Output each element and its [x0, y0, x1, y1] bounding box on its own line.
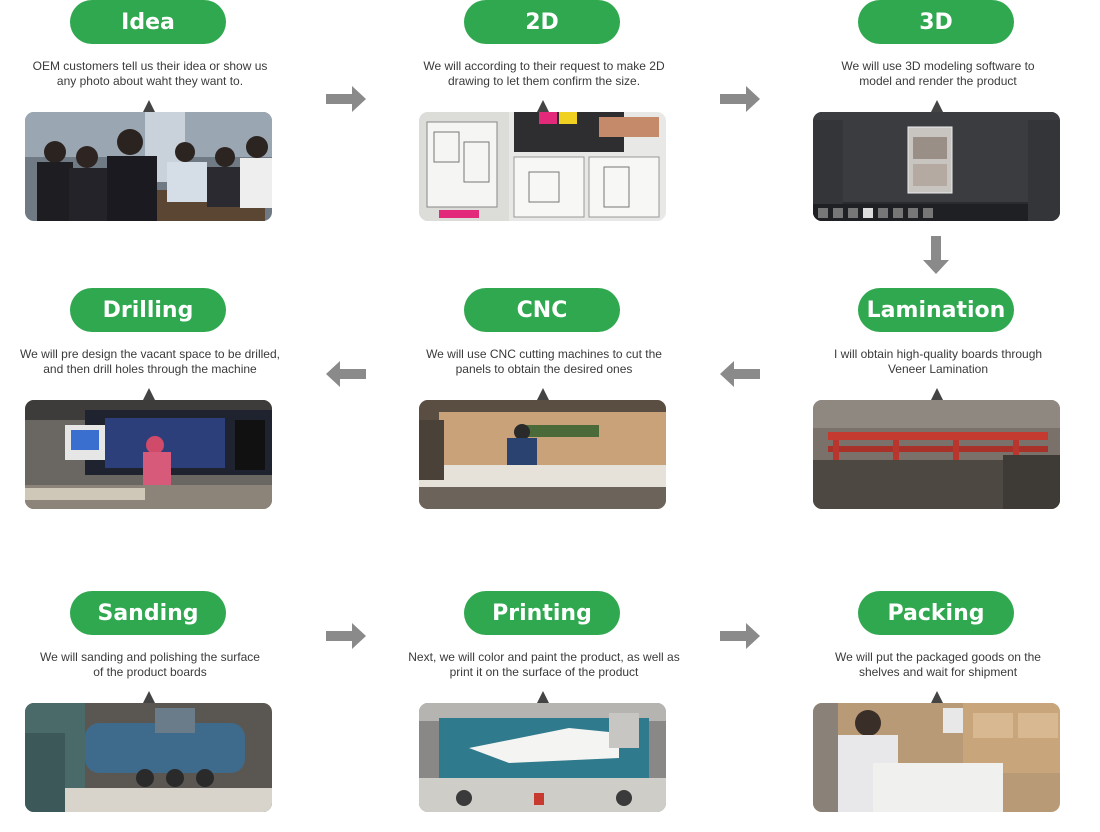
step-cnc: CNC We will use CNC cutting machines to …: [394, 288, 694, 518]
printing-machine-photo: [419, 703, 666, 812]
pointer-triangle-icon: [143, 100, 155, 112]
pointer-triangle-icon: [537, 691, 549, 703]
step-description: We will sanding and polishing the surfac…: [40, 650, 260, 679]
arrow-left-icon: [326, 361, 366, 387]
step-title-pill: Printing: [464, 591, 620, 635]
step-printing: Printing Next, we will color and paint t…: [394, 591, 694, 821]
step-title-pill: CNC: [464, 288, 620, 332]
pointer-triangle-icon: [537, 100, 549, 112]
pointer-triangle-icon: [143, 691, 155, 703]
arrow-down-icon: [923, 236, 949, 274]
pointer-triangle-icon: [143, 388, 155, 400]
step-title-pill: Packing: [858, 591, 1014, 635]
step-description: We will use CNC cutting machines to cut …: [426, 347, 662, 376]
step-description: OEM customers tell us their idea or show…: [32, 59, 268, 88]
step-title-pill: Drilling: [70, 288, 226, 332]
step-description: I will obtain high-quality boards throug…: [833, 347, 1043, 376]
arrow-right-icon: [720, 623, 760, 649]
pointer-triangle-icon: [537, 388, 549, 400]
cnc-machine-photo: [419, 400, 666, 509]
step-description: We will put the packaged goods on the sh…: [835, 650, 1041, 679]
step-title-pill: Lamination: [858, 288, 1014, 332]
step-3d: 3D We will use 3D modeling software to m…: [788, 0, 1088, 230]
drilling-machine-photo: [25, 400, 272, 509]
3d-software-screenshot: [813, 112, 1060, 221]
pointer-triangle-icon: [931, 388, 943, 400]
step-description: We will pre design the vacant space to b…: [20, 347, 280, 376]
arrow-right-icon: [326, 86, 366, 112]
step-2d: 2D We will according to their request to…: [394, 0, 694, 230]
step-title-pill: Sanding: [70, 591, 226, 635]
arrow-right-icon: [326, 623, 366, 649]
step-description: We will according to their request to ma…: [423, 59, 665, 88]
arrow-left-icon: [720, 361, 760, 387]
step-drilling: Drilling We will pre design the vacant s…: [0, 288, 300, 518]
pointer-triangle-icon: [931, 100, 943, 112]
step-title-pill: Idea: [70, 0, 226, 44]
packing-photo: [813, 703, 1060, 812]
step-title-pill: 3D: [858, 0, 1014, 44]
drawings-photo: [419, 112, 666, 221]
lamination-machine-photo: [813, 400, 1060, 509]
arrow-right-icon: [720, 86, 760, 112]
step-packing: Packing We will put the packaged goods o…: [788, 591, 1088, 821]
step-description: Next, we will color and paint the produc…: [408, 650, 680, 679]
step-description: We will use 3D modeling software to mode…: [841, 59, 1035, 88]
sanding-machine-photo: [25, 703, 272, 812]
step-idea: Idea OEM customers tell us their idea or…: [0, 0, 300, 230]
meeting-photo: [25, 112, 272, 221]
pointer-triangle-icon: [931, 691, 943, 703]
step-lamination: Lamination I will obtain high-quality bo…: [788, 288, 1088, 518]
step-sanding: Sanding We will sanding and polishing th…: [0, 591, 300, 821]
step-title-pill: 2D: [464, 0, 620, 44]
